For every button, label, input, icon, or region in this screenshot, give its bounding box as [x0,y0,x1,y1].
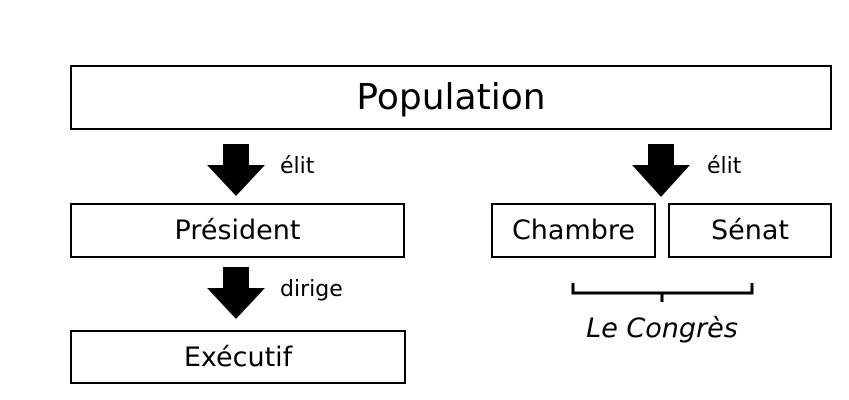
president-label: Président [174,215,301,246]
population-label: Population [356,77,546,118]
elit-label: élit [707,154,742,179]
arrow-down-icon [207,267,265,319]
arrow-down-icon [632,144,690,197]
executif-label: Exécutif [183,341,293,373]
senat-box: Sénat [668,203,832,258]
congres-label: Le Congrès [586,313,738,344]
elit-label: élit [280,154,315,179]
arrow-down-icon [207,144,265,196]
population-box: Population [70,65,832,130]
chambre-box: Chambre [491,203,656,258]
senat-label: Sénat [711,215,789,246]
dirige-label: dirige [280,277,343,302]
brace [571,283,754,302]
executif-box: Exécutif [70,330,406,384]
president-box: Président [70,203,405,258]
chambre-label: Chambre [511,215,636,246]
